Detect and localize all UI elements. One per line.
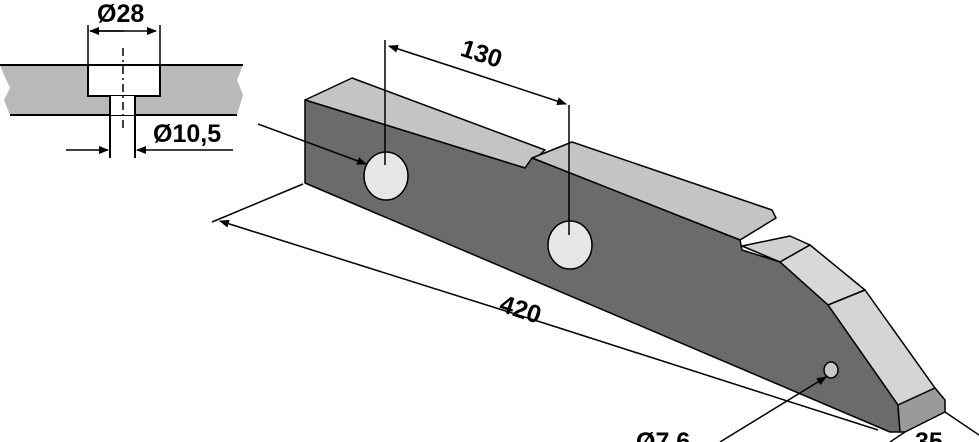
dimension-lines	[211, 40, 979, 442]
front-face	[304, 99, 901, 433]
counterbore	[87, 64, 161, 97]
overall-length-label: 420	[496, 290, 544, 330]
small-hole	[823, 361, 839, 379]
tip-width-label: 35	[915, 428, 943, 442]
mounting-hole-2	[547, 220, 593, 270]
hole-spacing-label: 130	[457, 34, 505, 74]
counterbore-diameter-label: Ø28	[97, 0, 144, 28]
part-body	[304, 77, 946, 433]
small-hole-diameter-label: Ø7,6	[636, 428, 690, 442]
mounting-hole-1	[363, 151, 409, 201]
bore-diameter-label: Ø10,5	[153, 120, 221, 148]
section-detail	[0, 25, 243, 158]
